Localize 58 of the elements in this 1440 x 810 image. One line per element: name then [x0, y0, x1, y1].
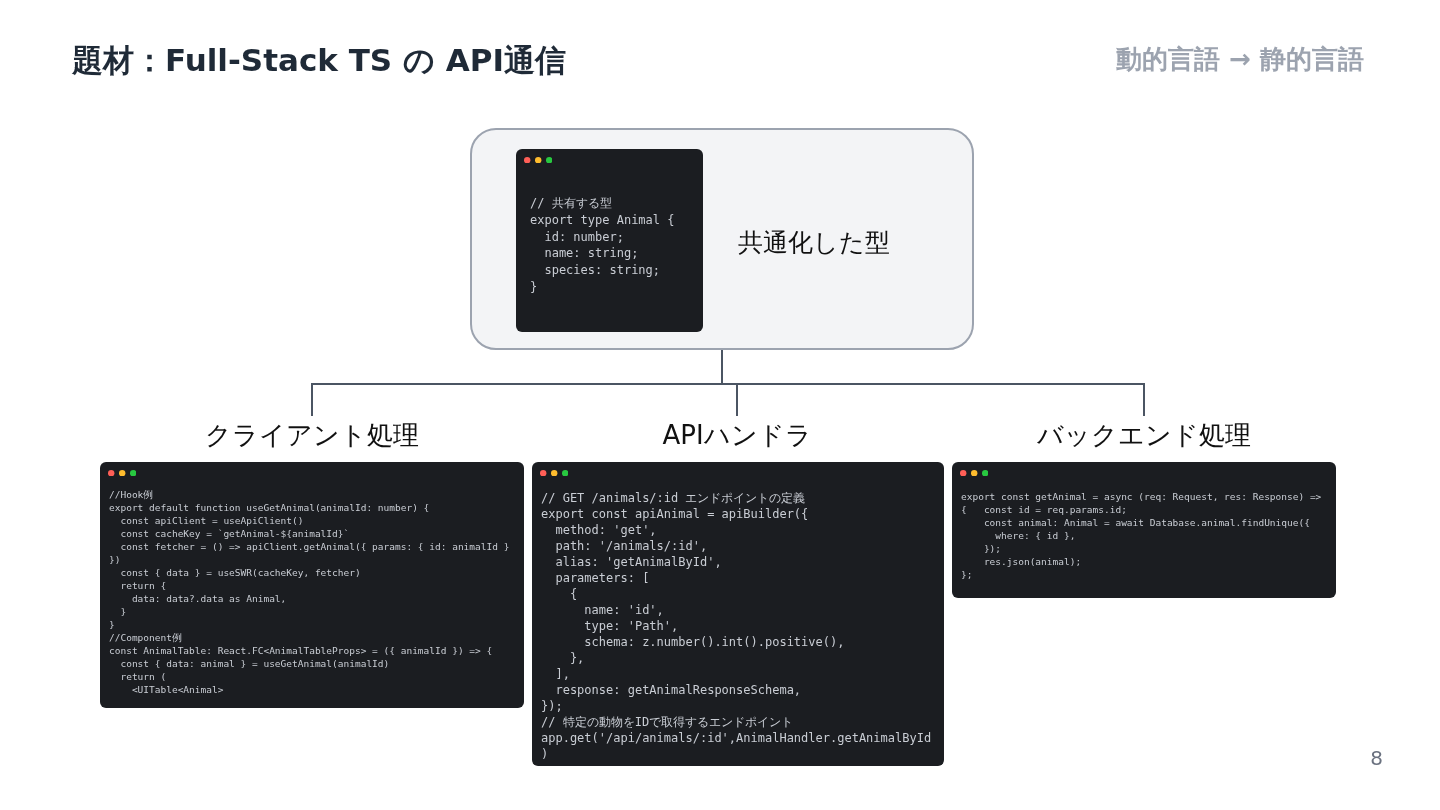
code-line: const { data } = useSWR(cacheKey, fetcher)	[119, 566, 361, 579]
code-line: const apiClient = useApiClient()	[119, 514, 304, 527]
code-line: },	[568, 650, 585, 666]
code-line: //Component例	[109, 631, 182, 644]
section-label: バックエンド処理	[994, 416, 1294, 454]
code-line: export default function useGetAnimal(animalId: number) {	[109, 501, 430, 514]
code-line: {	[568, 586, 578, 602]
code-line: //Hook例	[109, 488, 154, 501]
code-line: { const id = req.params.id;	[961, 503, 1127, 516]
code-line: // 特定の動物をIDで取得するエンドポイント	[541, 714, 794, 730]
code-line: parameters: [	[554, 570, 650, 586]
code-line: export const apiAnimal = apiBuilder({	[541, 506, 809, 522]
code-line: res.json(animal);	[982, 555, 1082, 568]
code-line: }	[119, 605, 127, 618]
code-line: });	[541, 698, 563, 714]
code-line: species: string;	[543, 262, 661, 279]
code-line: const { data: animal } = useGetAnimal(animalId)	[119, 657, 390, 670]
code-line: data: data?.data as Animal,	[130, 592, 287, 605]
code-line: const animal: Animal = await Database.animal.findUnique({	[982, 516, 1310, 529]
page-number: 8	[1370, 746, 1383, 770]
code-line: }	[530, 279, 538, 296]
code-line: name: string;	[543, 245, 639, 263]
code-line: method: 'get',	[554, 522, 657, 538]
code-line: })	[109, 553, 121, 566]
code-line: response: getAnimalResponseSchema,	[554, 682, 802, 698]
section-label: APIハンドラ	[587, 416, 887, 454]
code-line: const cacheKey = `getAnimal-${animalId}`	[119, 527, 350, 540]
code-line: // 共有する型	[530, 195, 612, 212]
code-line: export const getAnimal = async (req: Request, res: Response) =>	[961, 490, 1322, 503]
panel-text: 共通化した型	[738, 227, 890, 259]
code-window	[952, 462, 1336, 598]
code-line: schema: z.number().int().positive(),	[583, 634, 845, 650]
code-line: };	[961, 568, 973, 581]
slide-title: 題材：Full-Stack TS の API通信	[72, 41, 566, 80]
code-line: name: 'id',	[583, 602, 664, 618]
subtitle: 動的言語 → 静的言語	[1116, 43, 1364, 76]
code-line: <UITable<Animal>	[130, 683, 224, 696]
code-line: alias: 'getAnimalById',	[554, 554, 722, 570]
code-line: )	[541, 746, 549, 762]
code-line: type: 'Path',	[583, 618, 679, 634]
code-window	[532, 462, 944, 766]
code-line: ],	[554, 666, 570, 682]
code-line: path: '/animals/:id',	[554, 538, 708, 554]
code-line: }	[109, 618, 115, 631]
code-line: app.get('/api/animals/:id',AnimalHandler.getAnimalById	[541, 730, 932, 746]
code-window	[516, 149, 703, 332]
code-line: return {	[119, 579, 167, 592]
rounded-panel	[470, 128, 974, 350]
code-line: // GET /animals/:id エンドポイントの定義	[541, 490, 806, 506]
code-line: id: number;	[543, 228, 624, 246]
code-line: export type Animal {	[530, 211, 675, 229]
code-window	[100, 462, 524, 708]
code-line: const fetcher = () => apiClient.getAnimal({ params: { id: animalId }	[119, 540, 510, 553]
section-label: クライアント処理	[162, 416, 462, 454]
code-line: });	[982, 542, 1002, 555]
code-line: return (	[119, 670, 167, 683]
code-line: const AnimalTable: React.FC<AnimalTableProps> = ({ animalId }) => {	[109, 644, 493, 657]
code-line: where: { id },	[994, 529, 1076, 542]
